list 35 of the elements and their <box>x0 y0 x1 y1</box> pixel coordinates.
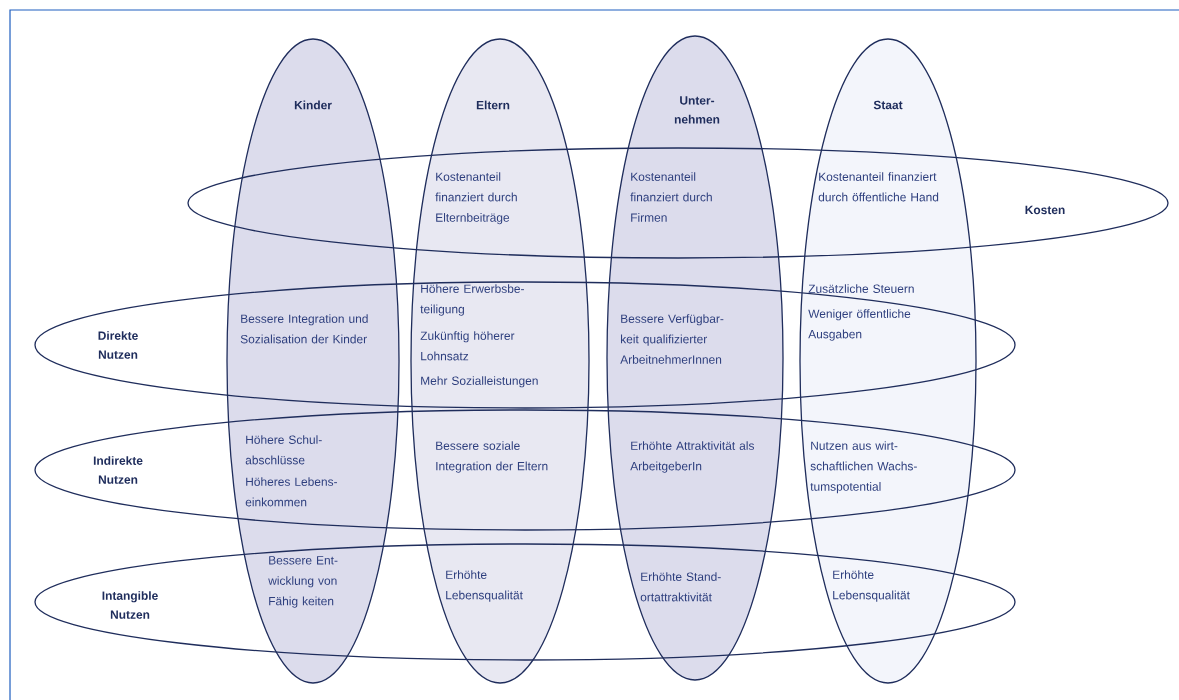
heading: Eltern <box>476 100 510 110</box>
heading: Kosten <box>1025 205 1065 215</box>
cell-text: Kostenanteil finanziert durch Firmen <box>630 172 712 222</box>
cell-text: Bessere Ent- wicklung von Fähig keiten <box>268 556 338 608</box>
heading: Kinder <box>294 100 332 110</box>
cell-text: Bessere soziale Integration der Eltern <box>436 441 548 473</box>
cell-text: Höhere Erwerbsbe- teiligung <box>420 284 524 316</box>
ellipse <box>606 35 784 681</box>
cell-text: Nutzen aus wirt- schaftlichen Wachs- tumspotential <box>810 441 917 494</box>
cell-text: Kostenanteil finanziert durch öffentliche Hand <box>818 172 939 202</box>
heading: Direkte Nutzen <box>98 331 138 359</box>
cell-text: Mehr Sozialleistungen <box>421 376 538 388</box>
cell-text: Höheres Lebens- einkommen <box>245 477 338 507</box>
cell-text: Bessere Integration und Sozialisation der Kinder <box>240 314 368 344</box>
ellipse <box>34 409 1016 531</box>
cell-text: Bessere Verfügbar- keit qualifizierter ArbeitnehmerInnen <box>620 314 724 364</box>
heading: Staat <box>873 100 903 110</box>
cell-text: Höhere Schul- abschlüsse <box>245 435 322 465</box>
cell-text: Zukünftig höherer Lohnsatz <box>420 331 515 361</box>
cell-text: Erhöhte Lebensqualität <box>833 570 910 602</box>
cell-text: Kostenanteil finanziert durch Elternbeiträge <box>435 172 517 225</box>
heading: Indirekte Nutzen <box>93 456 143 484</box>
ellipse <box>226 38 400 684</box>
ellipse <box>34 543 1016 661</box>
ellipse <box>410 38 590 684</box>
cell-text: Erhöhte Lebensqualität <box>446 570 523 602</box>
cell-text: Erhöhte Stand- ortattraktivität <box>640 572 721 602</box>
cell-text: Weniger öffentliche Ausgaben <box>808 309 911 341</box>
cell-text: Zusätzliche Steuern <box>808 284 914 293</box>
ellipse <box>799 38 977 684</box>
cell-text: Erhöhte Attraktivität als ArbeitgeberIn <box>630 441 754 473</box>
heading: Intangible Nutzen <box>102 591 158 619</box>
heading: Unter- nehmen <box>674 96 720 124</box>
ellipse <box>34 281 1016 409</box>
ellipse <box>187 147 1169 259</box>
